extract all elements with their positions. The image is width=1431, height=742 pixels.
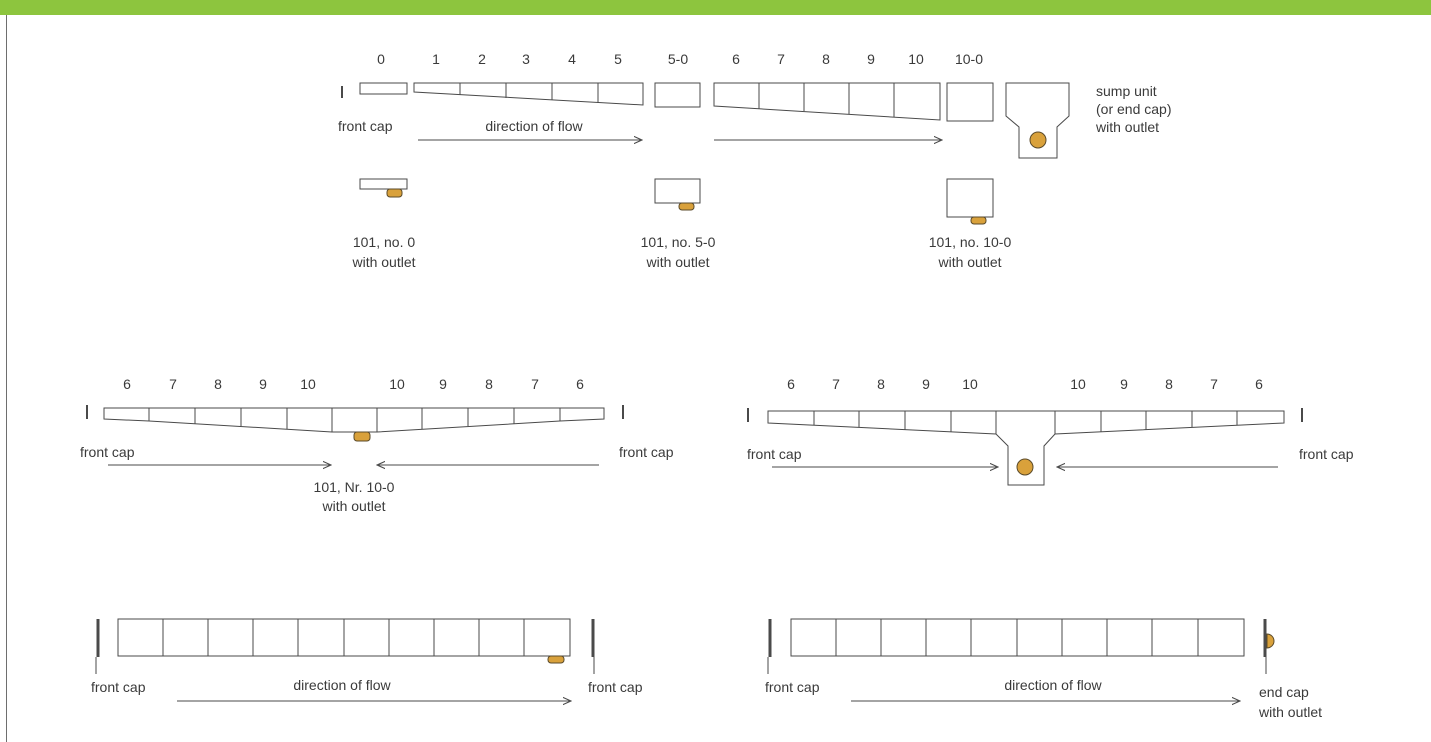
- segment-number: 5-0: [668, 51, 688, 67]
- channel-run-1-5: [413, 82, 644, 106]
- front-cap-label-right: front cap: [1299, 446, 1354, 462]
- front-cap-label-right: front cap: [619, 444, 674, 460]
- segment-number: 0: [377, 51, 385, 67]
- outlet-label-line1: 101, Nr. 10-0: [314, 479, 395, 495]
- outlet-label-10-0-line2: with outlet: [937, 254, 1001, 270]
- mid-right-layout: 6 7 8 9 10 10 9 8 7 6 front cap f: [747, 376, 1354, 486]
- top-layout: 0 1 2 3 4 5 5-0 6 7 8 9 10 10-0: [338, 51, 1171, 270]
- segment-number: 8: [877, 376, 885, 392]
- segment-number: 8: [485, 376, 493, 392]
- segment-number: 8: [822, 51, 830, 67]
- bottom-left-layout: front cap front cap direction of flow: [91, 618, 643, 701]
- outlet-label-10-0-line1: 101, no. 10-0: [929, 234, 1012, 250]
- outlet-label-5-0-line2: with outlet: [645, 254, 709, 270]
- segment-number: 8: [1165, 376, 1173, 392]
- segment-number: 10: [1070, 376, 1086, 392]
- segment-number: 6: [1255, 376, 1263, 392]
- front-cap-label: front cap: [338, 118, 393, 134]
- segment-number: 10: [300, 376, 316, 392]
- left-border-line: [6, 15, 7, 742]
- channel-run-6-10: [713, 82, 941, 121]
- segment-number: 6: [732, 51, 740, 67]
- channel-segment-0: [359, 82, 408, 95]
- segment-number: 1: [432, 51, 440, 67]
- sump-label-line2: (or end cap): [1096, 101, 1171, 117]
- segment-number: 9: [867, 51, 875, 67]
- outlet-label-5-0-line1: 101, no. 5-0: [641, 234, 716, 250]
- segment-number: 10: [962, 376, 978, 392]
- mid-left-layout: 6 7 8 9 10 10 9 8 7 6 front cap f: [80, 376, 674, 514]
- segment-number: 7: [777, 51, 785, 67]
- channel-segment-5-0: [654, 82, 701, 108]
- front-cap-label: front cap: [765, 679, 820, 695]
- sump-unit: [1005, 82, 1070, 159]
- front-cap-label-left: front cap: [747, 446, 802, 462]
- segment-number: 6: [123, 376, 131, 392]
- front-cap-label-left: front cap: [91, 679, 146, 695]
- end-cap-label-line1: end cap: [1259, 684, 1309, 700]
- segment-number: 10-0: [955, 51, 983, 67]
- header-bar: [0, 0, 1431, 15]
- channel-segment-10-0: [946, 82, 994, 122]
- segment-number: 7: [169, 376, 177, 392]
- front-cap-label-left: front cap: [80, 444, 135, 460]
- outlet-label-0-line1: 101, no. 0: [353, 234, 415, 250]
- sump-outlet: [1016, 458, 1034, 476]
- segment-10-0-with-outlet: [946, 178, 994, 218]
- sump-label-line1: sump unit: [1096, 83, 1157, 99]
- outlet: [386, 188, 403, 198]
- flow-label: direction of flow: [1004, 677, 1102, 693]
- segment-0-with-outlet: [359, 178, 408, 190]
- segment-5-0-with-outlet: [654, 178, 701, 204]
- segment-number: 7: [531, 376, 539, 392]
- segment-number: 6: [787, 376, 795, 392]
- end-cap-label-line2: with outlet: [1258, 704, 1322, 720]
- outlet: [353, 431, 371, 442]
- segment-number: 10: [908, 51, 924, 67]
- outlet: [547, 655, 565, 664]
- segment-number: 4: [568, 51, 576, 67]
- segment-number: 7: [832, 376, 840, 392]
- double-channel-with-sump: [767, 410, 1285, 486]
- double-channel-run: [103, 407, 605, 433]
- flow-label: direction of flow: [485, 118, 583, 134]
- outlet-label-0-line2: with outlet: [351, 254, 415, 270]
- front-cap-label-right: front cap: [588, 679, 643, 695]
- outlet: [678, 202, 695, 211]
- segment-number: 6: [576, 376, 584, 392]
- outlet-label-line2: with outlet: [321, 498, 385, 514]
- segment-number: 9: [259, 376, 267, 392]
- segment-number: 9: [1120, 376, 1128, 392]
- segment-number: 9: [439, 376, 447, 392]
- outlet: [970, 216, 987, 225]
- segment-number: 8: [214, 376, 222, 392]
- segment-number: 5: [614, 51, 622, 67]
- bottom-right-layout: front cap direction of flow end cap with…: [765, 618, 1322, 720]
- segment-number: 10: [389, 376, 405, 392]
- segment-number: 3: [522, 51, 530, 67]
- sump-label-line3: with outlet: [1095, 119, 1159, 135]
- segment-number: 2: [478, 51, 486, 67]
- sump-outlet: [1029, 131, 1047, 149]
- flow-label: direction of flow: [293, 677, 391, 693]
- segment-number: 9: [922, 376, 930, 392]
- segment-number: 7: [1210, 376, 1218, 392]
- end-cap-outlet: [1266, 633, 1275, 649]
